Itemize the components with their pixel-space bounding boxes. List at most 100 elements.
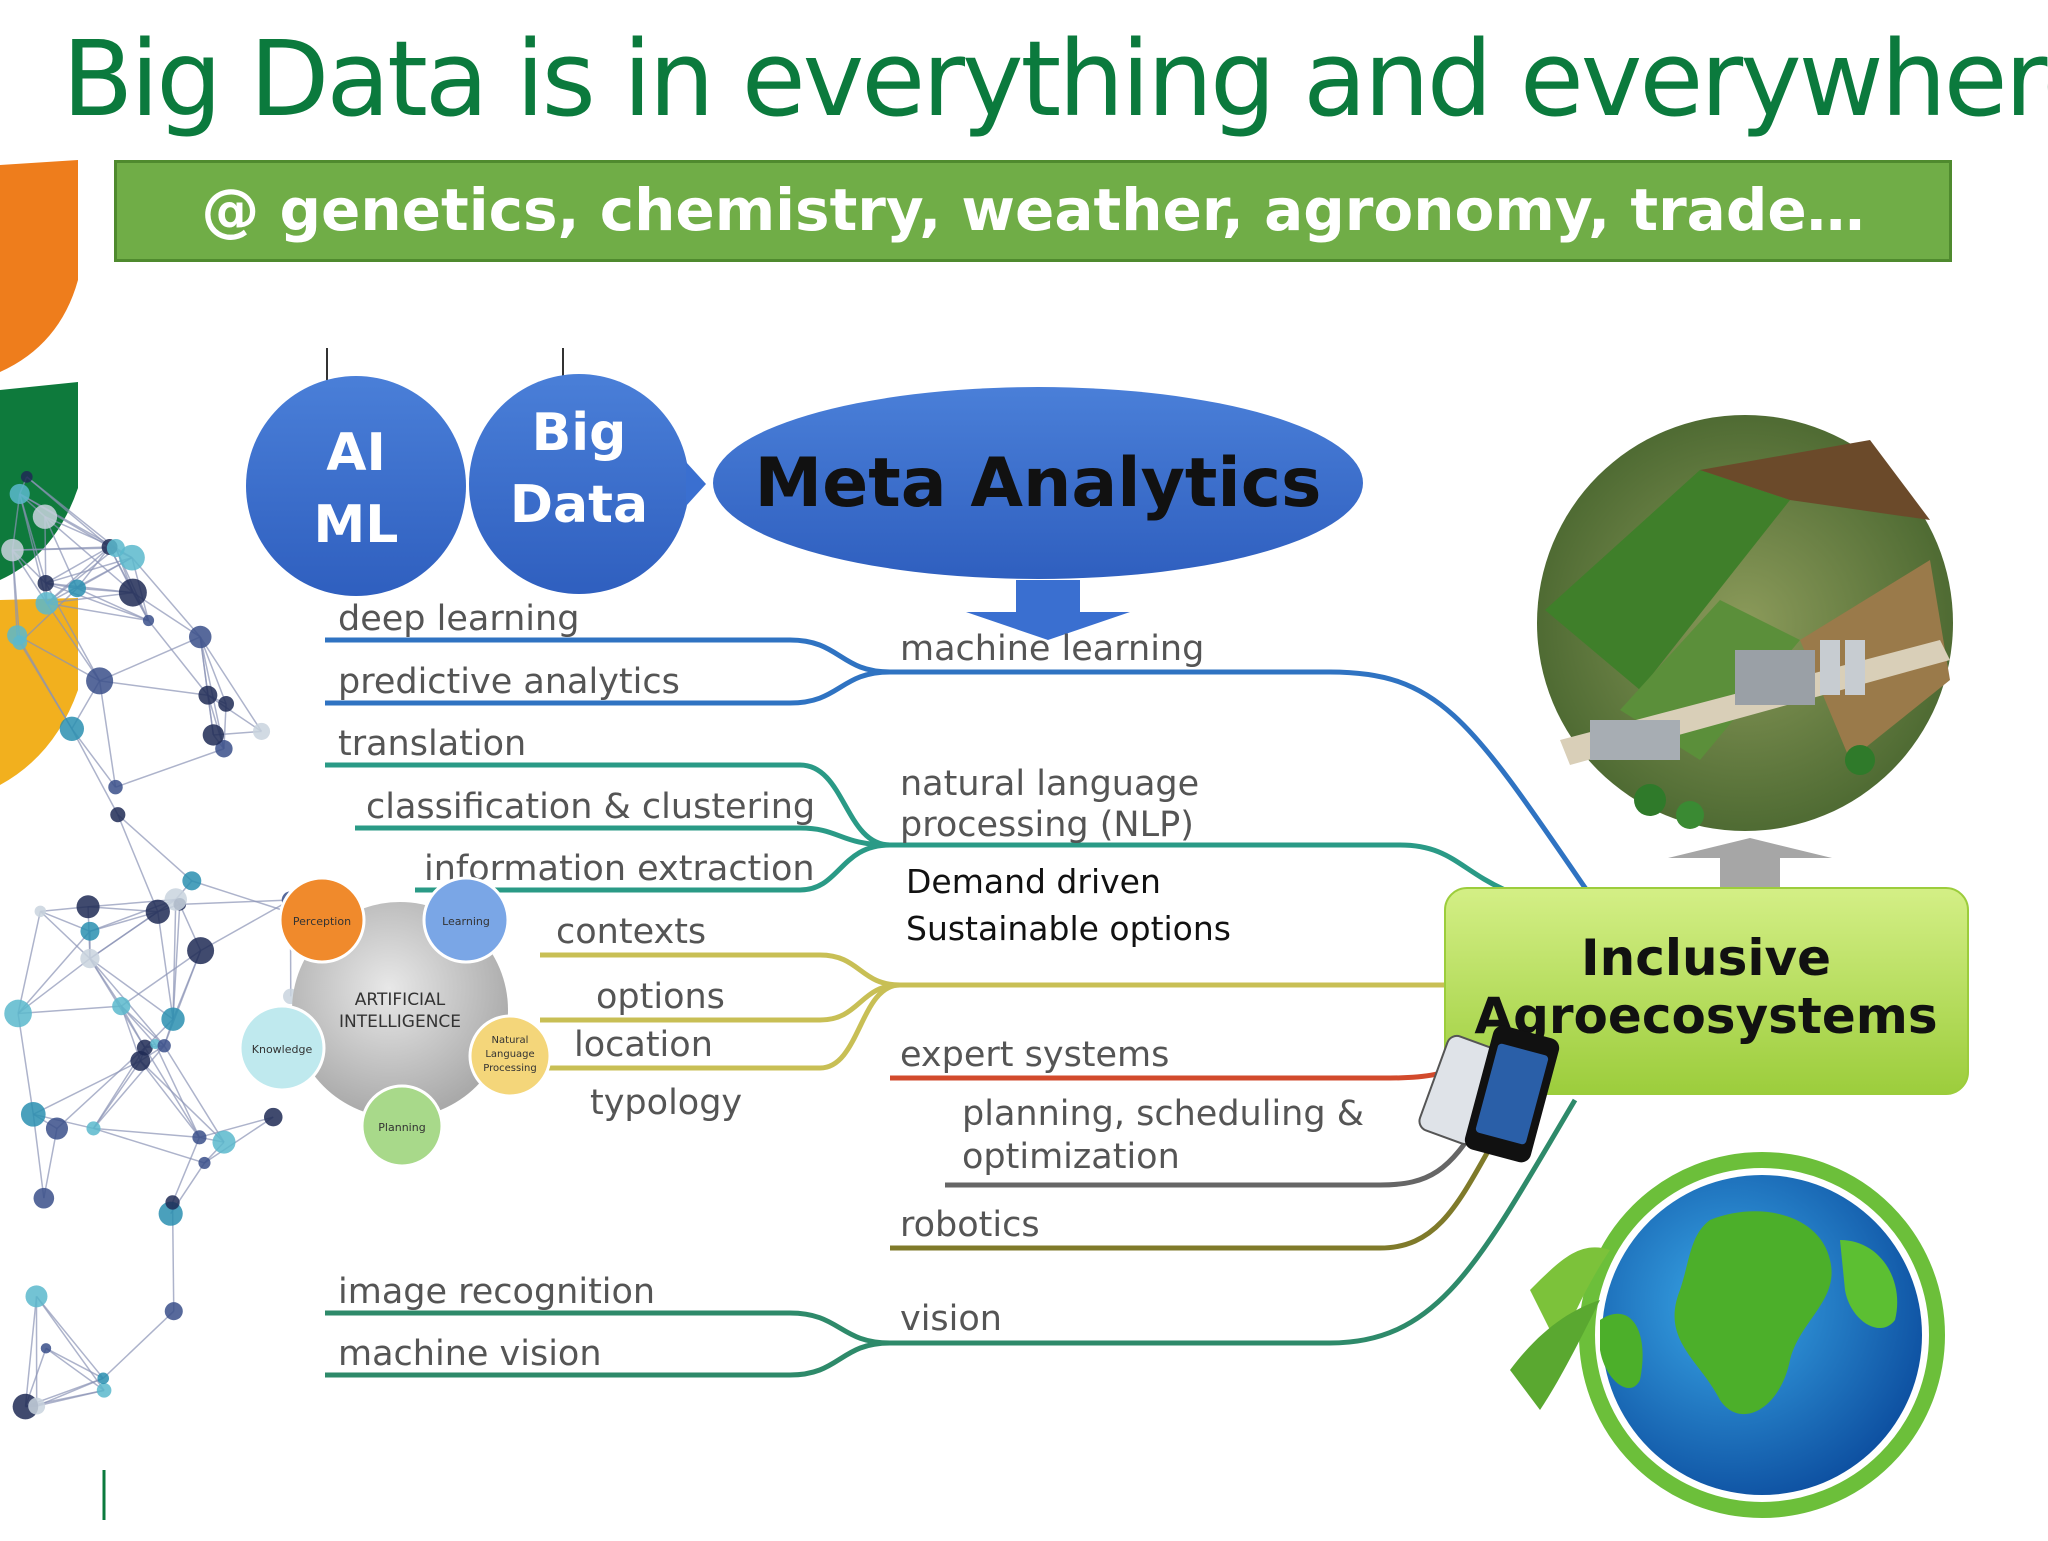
mesh-node [112,997,130,1015]
leaf-image-recognition: image recognition [338,1272,655,1312]
mesh-link [116,749,224,787]
branch-nlp-line-1: natural language [900,764,1199,804]
leaf-options: options [596,977,725,1017]
mesh-node [130,1051,150,1071]
branch-robotics: robotics [900,1205,1040,1245]
mesh-node [35,906,47,918]
mesh-node [68,579,86,597]
mesh-node [213,1131,236,1154]
mesh-node [158,1039,171,1052]
mesh-node [97,1373,109,1385]
ai-ml-bubble: AI ML [246,376,466,596]
mesh-node [165,1195,179,1209]
mesh-node [198,686,217,705]
mesh-link [200,637,261,731]
mesh-node [35,592,58,615]
mesh-link [158,912,173,1019]
annotation-sustainable-options: Sustainable options [906,909,1231,948]
mesh-link [18,1013,33,1114]
mesh-link [90,959,173,1020]
mesh-link [100,681,208,695]
mesh-node [77,895,100,918]
mesh-node [1,539,23,561]
mesh-node [187,937,214,964]
mesh-link [100,681,116,787]
branch-nlp-line-2: processing (NLP) [900,805,1194,845]
mesh-node [253,723,270,740]
planning-label: Planning [378,1121,425,1134]
big-data-line-2: Data [510,475,648,535]
mesh-node [60,717,84,741]
mesh-node [33,505,57,529]
mesh-node [7,625,27,645]
mesh-node [189,626,211,648]
mesh-node [46,1117,68,1139]
mesh-node [21,471,33,483]
mesh-node [119,579,147,607]
mesh-node [80,949,99,968]
leaf-deep-learning: deep learning [338,599,579,639]
left-decoration [0,160,78,785]
leaf-translation: translation [338,724,526,764]
nlp-label-line-3: Processing [483,1063,536,1074]
branch-expert-systems: expert systems [900,1035,1169,1075]
knowledge-label: Knowledge [252,1043,313,1056]
leaf-location: location [574,1025,713,1065]
mesh-node [146,900,170,924]
mesh-node [34,1188,55,1209]
mesh-link [72,729,118,815]
mesh-node [119,545,145,571]
mesh-link [118,815,192,881]
topic-banner: @ genetics, chemistry, weather, agronomy… [114,160,1952,262]
mesh-link [93,1046,164,1129]
mesh-link [33,1114,44,1198]
nlp-label-line-1: Natural [492,1035,529,1046]
branch-machine-learning: machine learning [900,629,1204,669]
mesh-node [86,1121,100,1135]
mesh-node [38,575,54,591]
mesh-node [108,780,122,794]
ai-ml-line-1: AI [326,423,386,483]
mesh-node [192,1130,206,1144]
mesh-node [28,1398,45,1415]
mesh-node [165,1302,183,1320]
ai-center-line-2: INTELLIGENCE [339,1012,461,1032]
big-data-line-1: Big [532,403,627,463]
mesh-link [18,1006,121,1013]
perception-label: Perception [293,915,351,928]
learning-label: Learning [442,915,490,928]
mesh-node [143,615,154,626]
mesh-link [118,815,158,912]
ai-center-line-1: ARTIFICIAL [355,990,446,1010]
big-data-bubble: Big Data [469,374,706,594]
ai-diagram: ARTIFICIAL INTELLIGENCE Perception Learn… [240,878,550,1166]
nlp-label-line-2: Language [485,1049,534,1060]
mesh-link [103,1311,174,1378]
mesh-link [173,1137,200,1202]
mesh-link [140,1061,199,1137]
mesh-node [10,484,30,504]
page-title: Big Data is in everything and everywhere [62,18,2048,140]
mesh-link [100,637,201,681]
target-line-1: Inclusive [1581,929,1831,987]
mesh-link [18,931,90,1013]
branch-planning-line-1: planning, scheduling & [962,1094,1364,1134]
leaf-classification-clustering: classification & clustering [366,787,815,827]
mesh-node [198,1157,210,1169]
mesh-link [46,1348,103,1378]
mesh-node [182,871,201,890]
mesh-node [80,922,99,941]
ai-ml-line-2: ML [314,495,399,555]
mesh-link [33,1061,140,1114]
mesh-node [86,667,113,694]
mesh-node [264,1108,283,1127]
mesh-link [93,1061,140,1129]
branch-planning-line-2: optimization [962,1137,1180,1177]
leaf-predictive-analytics: predictive analytics [338,662,680,702]
mesh-node [110,807,125,822]
globe-icon [1510,1160,1937,1510]
mesh-node [203,724,224,745]
branch-vision: vision [900,1299,1002,1339]
mesh-link [180,900,291,904]
meta-analytics-label: Meta Analytics [754,444,1321,523]
